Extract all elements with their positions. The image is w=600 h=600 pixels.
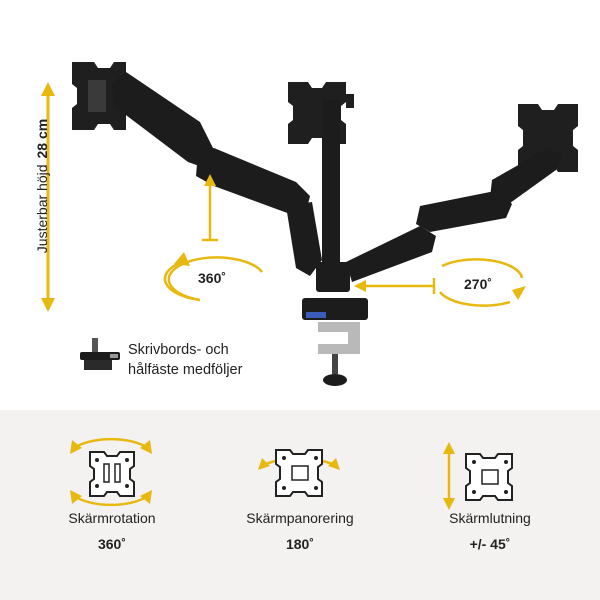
feature-tilt-title: Skärmlutning: [449, 510, 531, 526]
height-arrow: [41, 82, 55, 312]
center-vesa-plate: [288, 82, 354, 144]
feature-rotation: Skärmrotation 360˚: [22, 510, 202, 552]
arm-height-indicator: [202, 174, 218, 242]
rotation-270-indicator: [439, 258, 526, 307]
feature-panning-value: 180˚: [285, 536, 315, 552]
feature-panning: Skärmpanorering 180˚: [210, 510, 390, 552]
rotation-right-label: 270˚: [464, 276, 493, 292]
feature-icons: [70, 437, 513, 510]
desk-clamp: [302, 298, 368, 386]
feature-rotation-value: 360˚: [97, 536, 127, 552]
feature-tilt-value: +/- 45˚: [469, 536, 511, 552]
feature-rotation-title: Skärmrotation: [68, 510, 156, 526]
screen-panning-icon: [258, 449, 340, 497]
left-arm: [112, 72, 322, 276]
right-vesa-plate: [518, 104, 578, 172]
feature-panning-title: Skärmpanorering: [246, 510, 354, 526]
screen-tilt-icon: [443, 442, 513, 510]
height-label-value: 28 cm: [34, 118, 50, 159]
right-arm: [346, 148, 562, 282]
clamp-thumbnail: [80, 338, 120, 370]
height-label: Justerbar höjd 28 cm: [34, 106, 50, 266]
rotation-360-indicator: [163, 252, 263, 302]
rotation-left-label: 360˚: [198, 270, 227, 286]
height-label-text: Justerbar höjd: [34, 164, 50, 254]
center-pole: [316, 100, 350, 292]
clamp-note-line2: hålfäste medföljer: [128, 362, 243, 378]
feature-tilt: Skärmlutning +/- 45˚: [400, 510, 580, 552]
left-vesa-plate: [72, 62, 126, 130]
clamp-note-line1: Skrivbords- och: [128, 342, 229, 358]
reach-indicator: [354, 278, 436, 294]
clamp-note: Skrivbords- och hålfäste medföljer: [128, 340, 242, 380]
screen-rotation-icon: [70, 437, 152, 507]
monitor-arm-illustration: [41, 62, 578, 386]
